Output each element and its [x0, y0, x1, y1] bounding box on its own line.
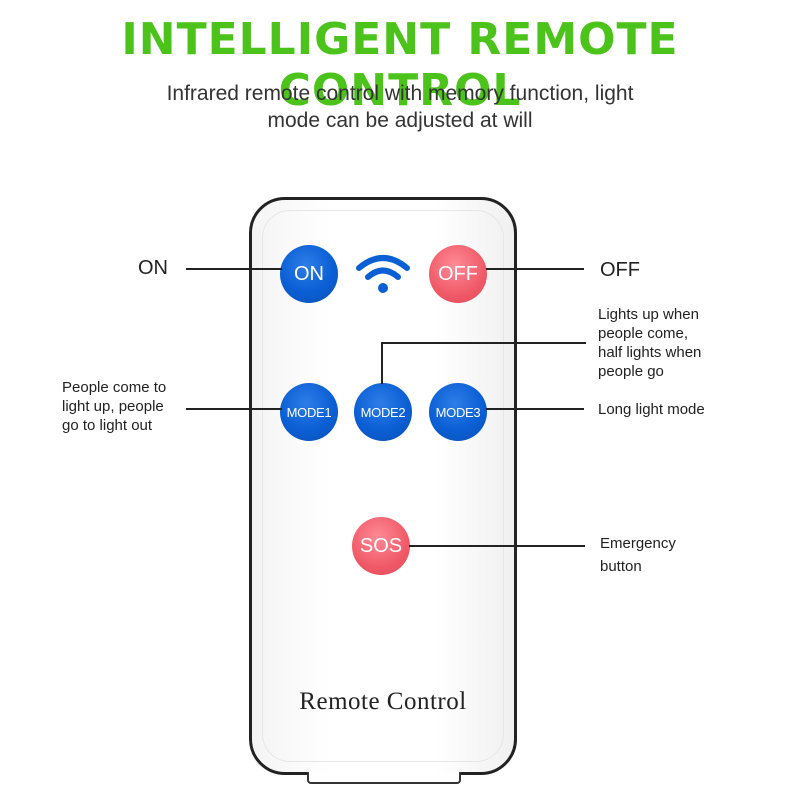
annotation-mode2-line-1: Lights up when	[598, 306, 699, 323]
remote-foot	[307, 772, 461, 784]
mode1-button[interactable]: MODE1	[280, 383, 338, 441]
annotation-mode1-line-3: go to light out	[62, 417, 153, 434]
annotation-mode2-line-3: half lights when	[598, 344, 702, 361]
remote-face	[262, 210, 504, 762]
mode3-button[interactable]: MODE3	[429, 383, 487, 441]
leader-line-mode1	[186, 408, 282, 410]
annotation-mode1-line-1: People come to	[62, 379, 167, 396]
headline-subtitle: Infrared remote control with memory func…	[100, 80, 700, 134]
annotation-sos-line-2: button	[600, 558, 642, 575]
annotation-sos: Emergency button	[600, 532, 676, 578]
mode2-button[interactable]: MODE2	[354, 383, 412, 441]
subtitle-line-1: Infrared remote control with memory func…	[166, 82, 634, 105]
wifi-signal-icon	[356, 255, 410, 293]
off-button[interactable]: OFF	[429, 245, 487, 303]
annotation-mode2-line-4: people go	[598, 363, 664, 380]
leader-line-mode2-vertical	[381, 342, 383, 384]
annotation-mode1: People come to light up, people go to li…	[62, 378, 166, 435]
annotation-mode2-line-2: people come,	[598, 325, 689, 342]
leader-line-off	[486, 268, 584, 270]
on-button[interactable]: ON	[280, 245, 338, 303]
sos-button[interactable]: SOS	[352, 517, 410, 575]
annotation-on: ON	[138, 257, 168, 279]
annotation-mode2: Lights up when people come, half lights …	[598, 305, 701, 381]
leader-line-mode3	[486, 408, 584, 410]
headline-title: INTELLIGENT REMOTE CONTROL	[121, 14, 679, 116]
leader-line-on	[186, 268, 282, 270]
subtitle-line-2: mode can be adjusted at will	[267, 109, 533, 132]
annotation-sos-line-1: Emergency	[600, 535, 676, 552]
remote-label: Remote Control	[299, 688, 467, 715]
annotation-off: OFF	[600, 259, 640, 281]
leader-line-sos	[409, 545, 585, 547]
annotation-mode1-line-2: light up, people	[62, 398, 164, 415]
leader-line-mode2-horizontal	[381, 342, 586, 344]
annotation-mode3: Long light mode	[598, 401, 705, 418]
